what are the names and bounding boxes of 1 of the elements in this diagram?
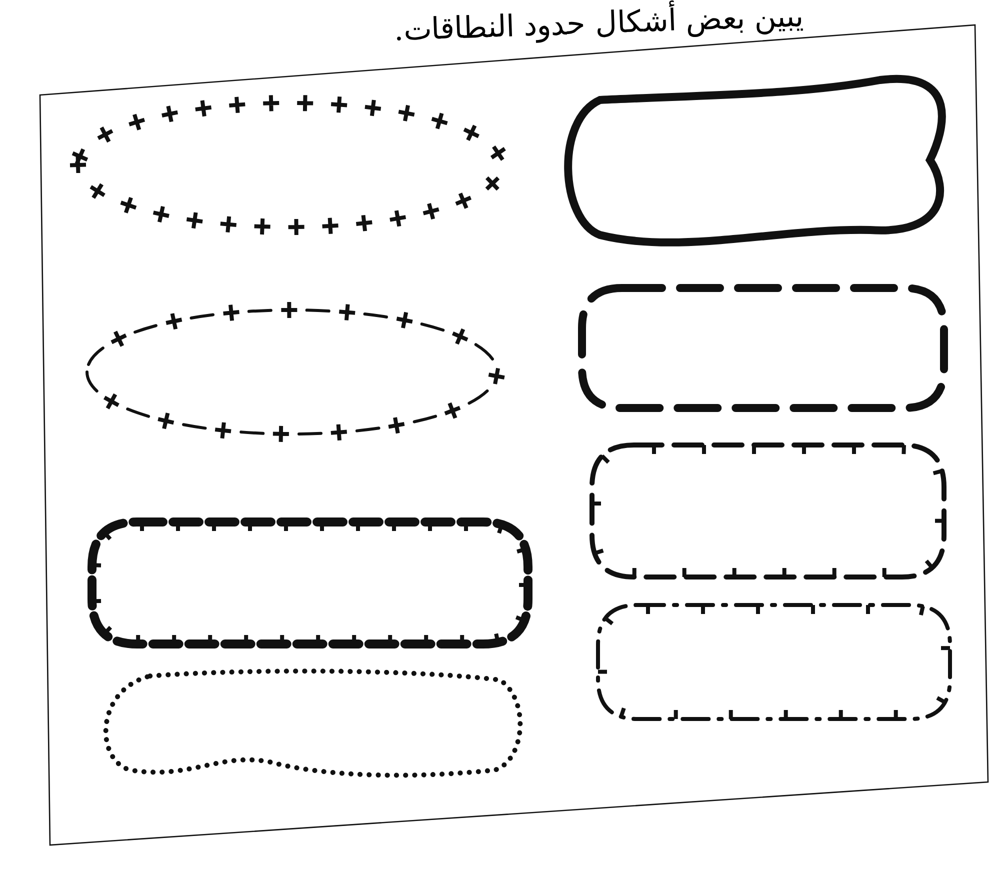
caption: يبين بعض أشكال حدود النطاقات. [394,0,804,48]
